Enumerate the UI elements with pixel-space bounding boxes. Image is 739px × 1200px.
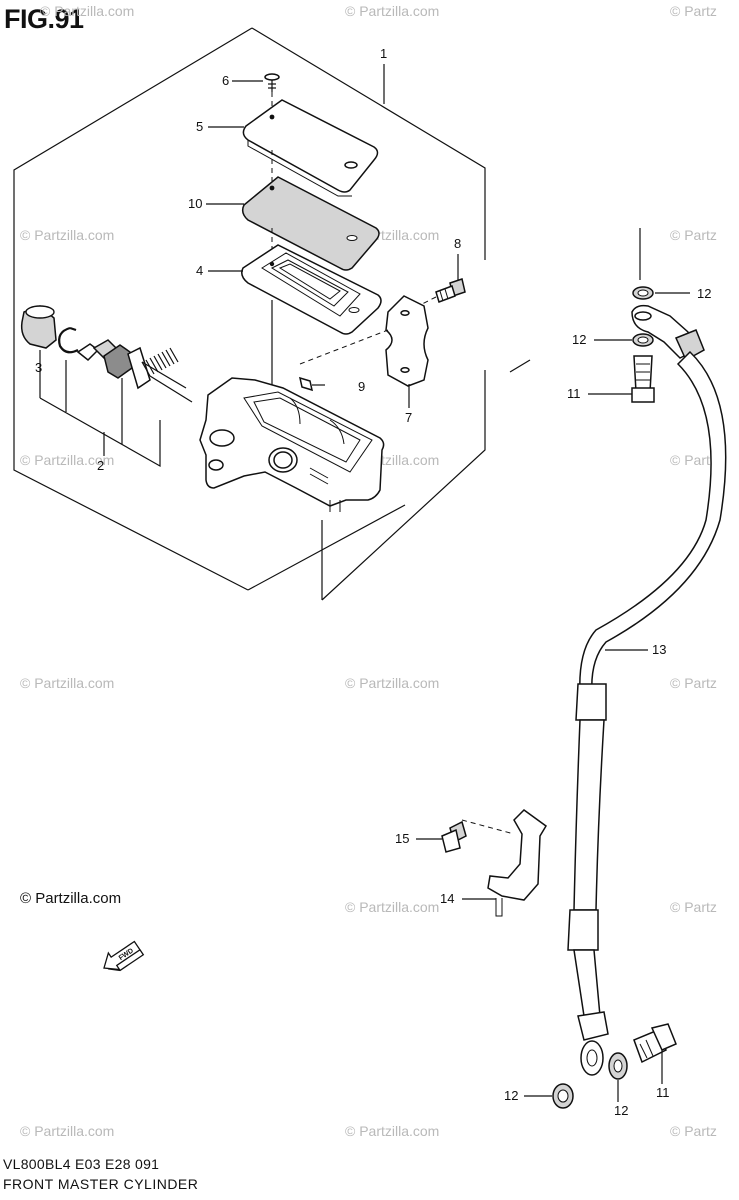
callout-11: 11 <box>567 386 581 401</box>
fwd-label: FWD <box>118 947 135 962</box>
part-spring <box>141 347 193 403</box>
watermark: © Partz <box>670 899 717 915</box>
figure-title: FIG.91 <box>4 4 84 34</box>
part-brake-hose <box>509 228 727 1109</box>
part-screw <box>264 73 280 112</box>
callout-11: 11 <box>656 1085 670 1100</box>
callout-8: 8 <box>454 236 461 251</box>
fwd-arrow-icon: FWD <box>103 940 145 972</box>
watermarks: © Partzilla.com © Partzilla.com © Partz … <box>20 3 717 1139</box>
watermark: © Partzilla.com <box>345 899 439 915</box>
watermark: © Partz <box>670 675 717 691</box>
part-diaphragm <box>241 244 382 335</box>
watermark: © Partzilla.com <box>345 675 439 691</box>
watermark: © Partzilla.com <box>20 1123 114 1139</box>
callout-12: 12 <box>572 332 586 347</box>
watermark: © Partz <box>670 452 717 468</box>
callout-7: 7 <box>405 410 412 425</box>
watermark: © Partz <box>670 227 717 243</box>
axis-line <box>299 329 389 365</box>
assembly-outline <box>13 27 486 601</box>
part-circlip <box>58 326 79 354</box>
part-handlebar-clamp <box>385 295 429 387</box>
watermark: © Partzilla.com <box>20 452 114 468</box>
part-bracket-bolt <box>441 819 515 853</box>
part-diaphragm-plate <box>241 176 380 271</box>
footer-figure-name: FRONT MASTER CYLINDER <box>3 1176 199 1192</box>
callout-10: 10 <box>188 196 202 211</box>
leader-group-2-3 <box>39 350 161 468</box>
callout-1: 1 <box>380 46 387 61</box>
footer-model-code: VL800BL4 E03 E28 091 <box>3 1156 160 1172</box>
part-dust-boot <box>20 305 57 349</box>
callout-13: 13 <box>652 642 666 657</box>
callout-3: 3 <box>35 360 42 375</box>
callout-14: 14 <box>440 891 454 906</box>
callout-12: 12 <box>614 1103 628 1118</box>
part-piston-set <box>76 339 193 403</box>
part-small-screw <box>298 376 325 392</box>
watermark: © Partzilla.com <box>40 3 134 19</box>
callout-5: 5 <box>196 119 203 134</box>
watermark: © Partzilla.com <box>20 675 114 691</box>
part-hose-bracket <box>487 809 547 917</box>
callout-15: 15 <box>395 831 409 846</box>
callout-9: 9 <box>358 379 365 394</box>
watermark: © Partzilla.com <box>345 1123 439 1139</box>
callout-2: 2 <box>97 458 104 473</box>
credit-text: © Partzilla.com <box>20 890 122 907</box>
watermark: © Partzilla.com <box>345 3 439 19</box>
watermark: © Partzilla.com <box>20 227 114 243</box>
callout-12: 12 <box>504 1088 518 1103</box>
callout-labels-lower: 12 12 11 13 15 14 12 12 11 <box>395 286 711 1118</box>
part-cylinder-body <box>199 377 385 512</box>
callout-labels: 1 6 5 10 4 8 7 9 3 2 <box>35 46 461 473</box>
part-reservoir-cap <box>242 99 379 197</box>
part-clamp-bolt <box>419 278 466 306</box>
callout-12: 12 <box>697 286 711 301</box>
callout-6: 6 <box>222 73 229 88</box>
callout-4: 4 <box>196 263 203 278</box>
watermark: © Partz <box>670 3 717 19</box>
watermark: © Partz <box>670 1123 717 1139</box>
